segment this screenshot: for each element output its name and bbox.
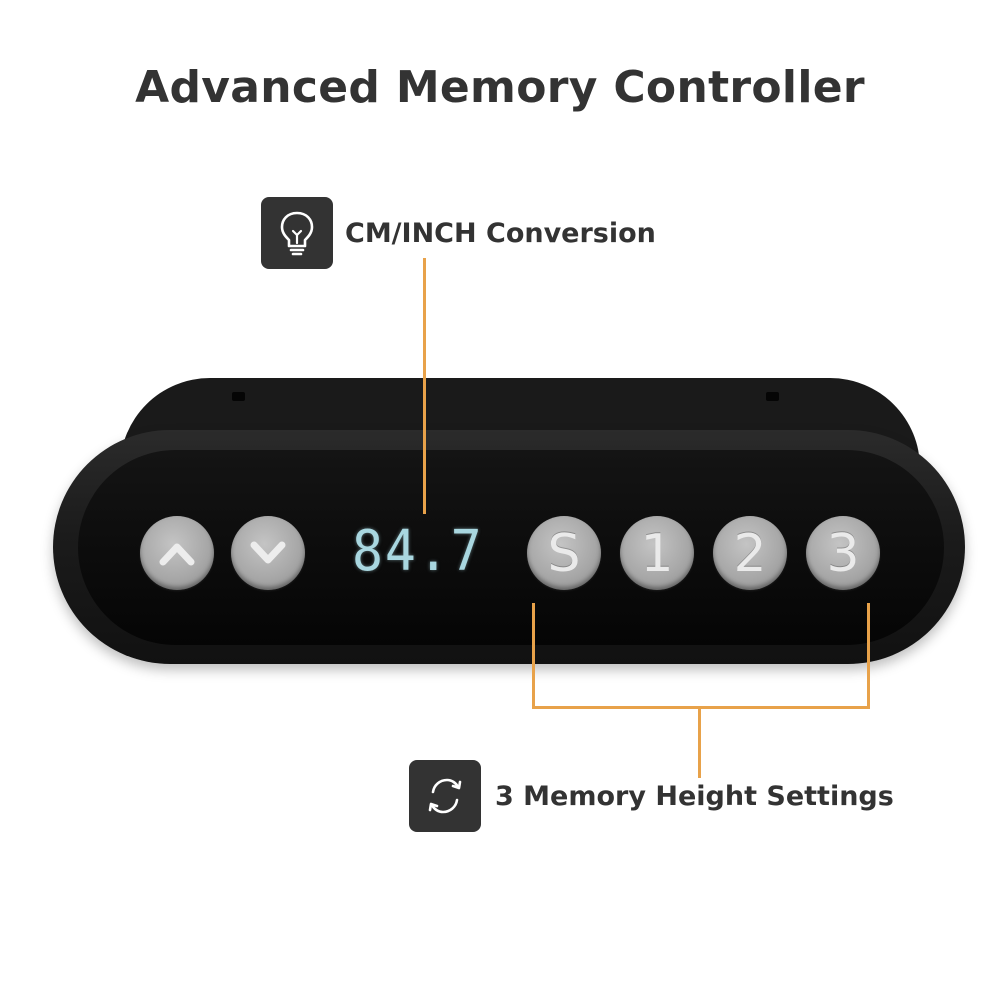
save-memory-button[interactable]: S [527,516,601,590]
up-button[interactable] [140,516,214,590]
callout-label: CM/INCH Conversion [345,217,656,249]
memory-3-button[interactable]: 3 [806,516,880,590]
conversion-pointer-line [423,258,426,514]
chevron-up-icon [159,543,195,566]
down-button[interactable] [231,516,305,590]
lightbulb-icon [261,197,333,269]
memory-1-button[interactable]: 1 [620,516,694,590]
memory-bracket-bottom [532,706,870,709]
screw-hole [232,392,245,401]
memory-3-label: 3 [826,524,860,584]
callout-label: 3 Memory Height Settings [495,780,894,812]
callout-memory-settings: 3 Memory Height Settings [409,760,894,832]
memory-bracket-right [867,603,870,708]
height-display: 84.7 [352,519,484,584]
memory-pointer-line [698,706,701,778]
memory-2-button[interactable]: 2 [713,516,787,590]
memory-1-label: 1 [640,524,674,584]
screw-hole [766,392,779,401]
memory-bracket-left [532,603,535,708]
chevron-down-icon [250,541,286,564]
save-button-label: S [547,524,581,584]
sync-arrows-icon [409,760,481,832]
page-title: Advanced Memory Controller [135,62,865,113]
callout-cm-inch-conversion: CM/INCH Conversion [261,197,656,269]
memory-2-label: 2 [733,524,767,584]
controller-face-panel [78,450,944,645]
